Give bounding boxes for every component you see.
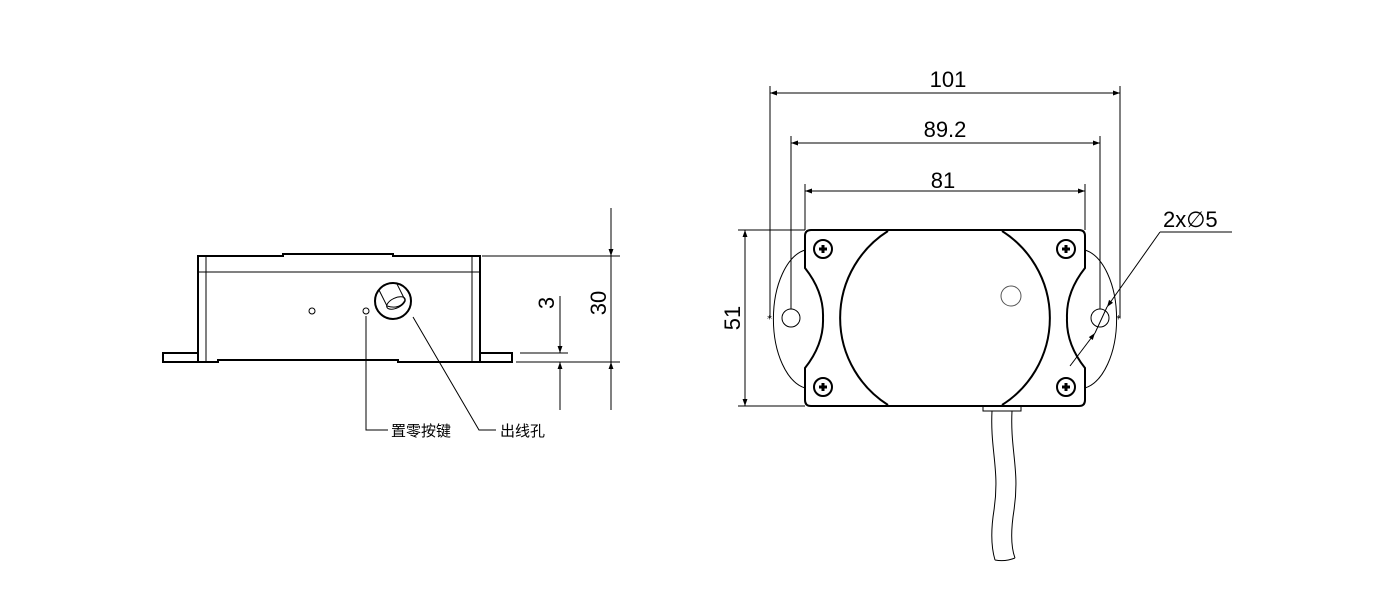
hole-leader — [1106, 231, 1161, 308]
dim-hole-spacing: 89.2 — [924, 117, 967, 142]
cable-outlet-label: 出线孔 — [500, 422, 545, 440]
screw-icon — [813, 239, 833, 259]
dim-line — [1094, 306, 1108, 334]
indicator-hole — [308, 307, 316, 315]
side-view: 置零按键 出线孔 30 3 — [162, 208, 620, 440]
top-view: * * 101 89.2 81 51 2x∅5 — [720, 67, 1232, 562]
dim-body-width: 81 — [931, 168, 955, 193]
dim-height-51: 51 — [720, 306, 745, 330]
cable — [991, 410, 1017, 562]
center-mark: * — [1116, 314, 1121, 325]
left-flange — [162, 352, 199, 363]
screw-icon — [813, 377, 833, 397]
top-body-outline — [804, 229, 1086, 407]
screw-icon — [1056, 377, 1076, 397]
cable-outlet-leader — [412, 316, 496, 431]
side-body-outline — [197, 253, 481, 363]
dim-flange-3: 3 — [534, 297, 559, 309]
cable-gland-top — [982, 405, 1022, 412]
dim-holes: 2x∅5 — [1163, 207, 1218, 232]
dim-overall-width: 101 — [930, 67, 967, 92]
indicator-led — [1000, 285, 1022, 307]
zero-button-hole — [362, 307, 370, 315]
mount-hole-right — [1090, 308, 1110, 328]
right-ear — [1084, 249, 1118, 389]
right-flange — [479, 352, 513, 363]
zero-button-leader — [365, 316, 388, 431]
sensor-dome — [839, 230, 1051, 406]
mount-hole-left — [781, 308, 801, 328]
screws — [813, 239, 1076, 397]
screw-icon — [1056, 239, 1076, 259]
zero-button-label: 置零按键 — [391, 422, 451, 440]
center-mark: * — [767, 314, 772, 325]
dim-arrow — [1069, 332, 1096, 367]
cable-end — [386, 296, 406, 310]
dim-height-30: 30 — [586, 291, 611, 315]
